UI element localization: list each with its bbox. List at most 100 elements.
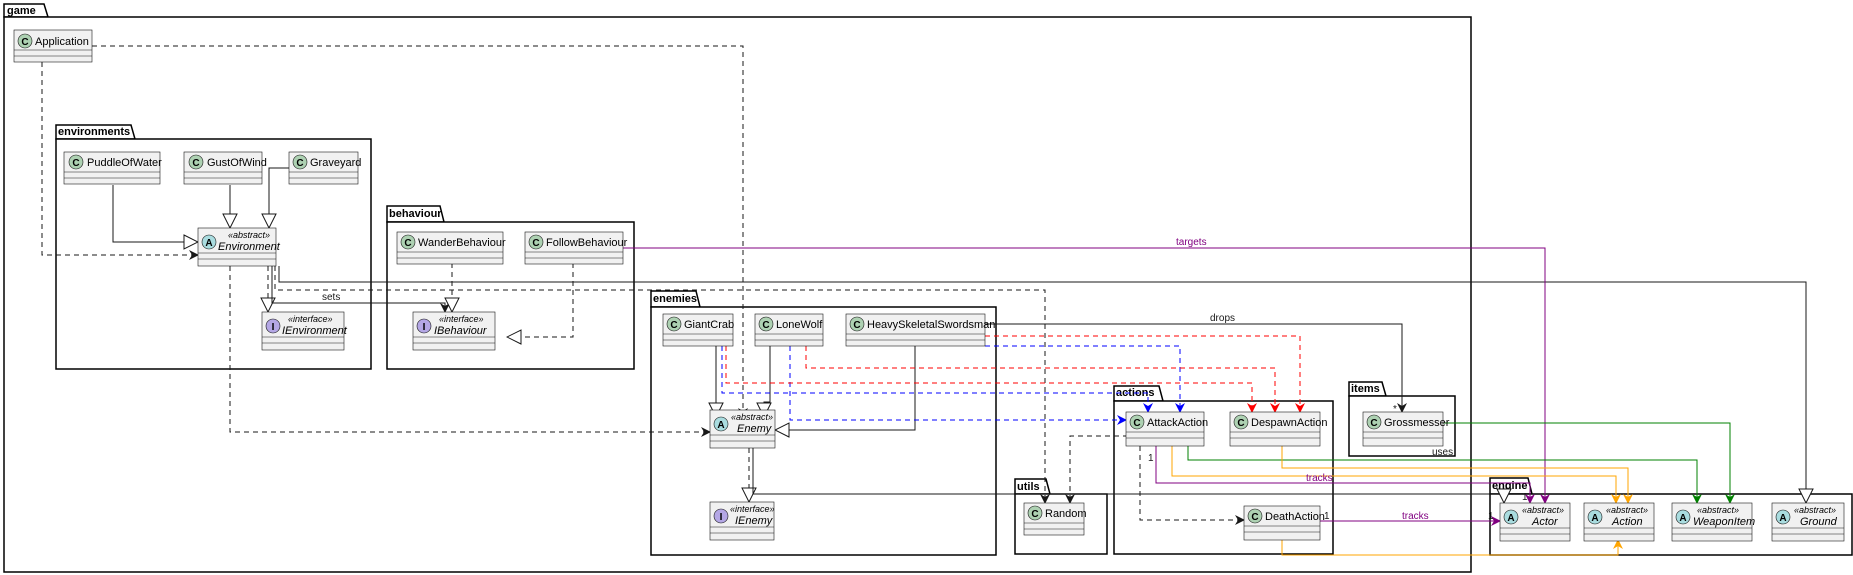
class-name: Graveyard [310,157,361,169]
class-lonewolf[interactable]: C LoneWolf [754,313,824,347]
package-label-environments: environments [58,126,130,138]
abstract-icon: A [1507,513,1514,524]
edge-deathaction-extends-action [1281,539,1623,556]
class-application[interactable]: C Application [13,29,93,63]
interface-icon: I [272,322,275,333]
edge-lonewolf-to-despawnaction [805,346,1280,413]
edge-grossmesser-extends-weaponitem [1443,422,1735,504]
class-icon: C [21,37,28,48]
class-random[interactable]: C Random [1023,502,1087,536]
label-mult-death-src: 1 [1324,511,1330,522]
label-tracks-death: tracks [1402,511,1429,522]
edge-heavyskeletal-to-despawnaction [985,335,1305,413]
stereotype: «abstract» [1697,505,1739,515]
edge-followbehaviour-implements-ibehaviour [507,263,574,337]
class-ienemy[interactable]: I «interface» IEnemy [709,501,775,541]
class-icon: C [1237,418,1244,429]
package-label-items: items [1351,383,1380,395]
class-name: IBehaviour [434,325,488,337]
class-enemy[interactable]: A «abstract» Enemy [709,409,776,449]
class-name: Application [35,36,89,48]
class-ground[interactable]: A «abstract» Ground [1771,502,1845,542]
class-name: DespawnAction [1251,417,1327,429]
class-icon: C [1370,418,1377,429]
edge-enemy-extends-actor [752,448,1504,503]
stereotype: «abstract» [1606,505,1648,515]
edge-despawnaction-extends-action [1281,446,1633,504]
abstract-icon: A [1779,513,1786,524]
class-ibehaviour[interactable]: I «interface» IBehaviour [412,311,496,351]
class-attackaction[interactable]: C AttackAction [1125,411,1208,447]
label-drops: drops [1210,313,1235,324]
class-gustofwind[interactable]: C GustOfWind [183,151,267,185]
edge-attackaction-to-deathaction [1139,446,1245,525]
class-giantcrab[interactable]: C GiantCrab [662,313,734,347]
class-weaponitem[interactable]: A «abstract» WeaponItem [1671,502,1755,542]
class-icon: C [1251,512,1258,523]
class-icon: C [670,320,677,331]
class-wanderbehaviour[interactable]: C WanderBehaviour [396,231,506,265]
class-name: PuddleOfWater [87,157,162,169]
package-label-utils: utils [1017,481,1040,493]
package-label-engine: engine [1492,480,1527,492]
edge-graveyard-extends-environment [269,167,289,228]
edge-lonewolf-extends-enemy [764,346,770,417]
label-uses: uses [1432,447,1453,458]
class-name: DeathAction [1265,511,1325,523]
class-name: LoneWolf [776,319,823,331]
class-icon: C [1133,418,1140,429]
class-name: Enemy [737,423,773,435]
package-label-game: game [7,5,36,17]
edge-attackaction-uses-weaponitem [1187,446,1702,504]
stereotype: «abstract» [1794,505,1836,515]
edge-environment-to-enemy [229,266,711,437]
class-icon: C [1031,509,1038,520]
stereotype: «abstract» [228,230,270,240]
class-followbehaviour[interactable]: C FollowBehaviour [524,231,628,265]
edge-heavyskeletal-drops-grossmesser [985,323,1407,413]
class-name: WeaponItem [1693,516,1755,528]
class-name: Ground [1800,516,1838,528]
interface-icon: I [720,512,723,523]
abstract-icon: A [1591,513,1598,524]
edge-heavyskeletal-extends-enemy [775,346,916,430]
class-actor[interactable]: A «abstract» Actor [1499,502,1571,542]
class-name: Action [1611,516,1643,528]
class-icon: C [296,158,303,169]
class-name: GustOfWind [207,157,267,169]
edge-application-to-enemy [92,45,748,418]
package-label-behaviour: behaviour [389,208,442,220]
stereotype: «abstract» [731,412,773,422]
class-environment[interactable]: A «abstract» Environment [197,227,281,267]
class-name: IEnvironment [282,325,348,337]
edge-attackaction-extends-action [1171,446,1621,504]
class-name: Random [1045,508,1087,520]
edge-attackaction-to-random [1065,435,1128,504]
class-grossmesser[interactable]: C Grossmesser [1362,411,1450,447]
label-mult-attack-dst: 1 [1522,492,1528,503]
stereotype: «interface» [730,504,775,514]
class-icon: C [72,158,79,169]
label-targets: targets [1176,237,1207,248]
label-mult-drops: * [1393,404,1397,415]
abstract-icon: A [717,420,724,431]
class-despawnaction[interactable]: C DespawnAction [1229,411,1327,447]
class-heavyskeletalswordsman[interactable]: C HeavySkeletalSwordsman [845,313,995,347]
edge-attackaction-tracks-actor [1155,446,1535,504]
edge-puddleofwater-extends-environment [112,185,198,242]
edge-application-to-environment [41,62,199,260]
class-icon: C [762,320,769,331]
class-puddleofwater[interactable]: C PuddleOfWater [63,151,162,185]
class-name: FollowBehaviour [546,237,628,249]
package-label-enemies: enemies [653,293,697,305]
class-icon: C [404,238,411,249]
class-graveyard[interactable]: C Graveyard [288,151,361,185]
class-ienvironment[interactable]: I «interface» IEnvironment [261,311,348,351]
class-action[interactable]: A «abstract» Action [1583,502,1655,542]
class-icon: C [192,158,199,169]
class-deathaction[interactable]: C DeathAction [1243,505,1325,541]
label-mult-attack-src: 1 [1148,453,1154,464]
edge-lonewolf-to-attackaction [789,346,1127,425]
class-name: HeavySkeletalSwordsman [867,319,995,331]
edge-environment-to-random [274,266,1050,504]
